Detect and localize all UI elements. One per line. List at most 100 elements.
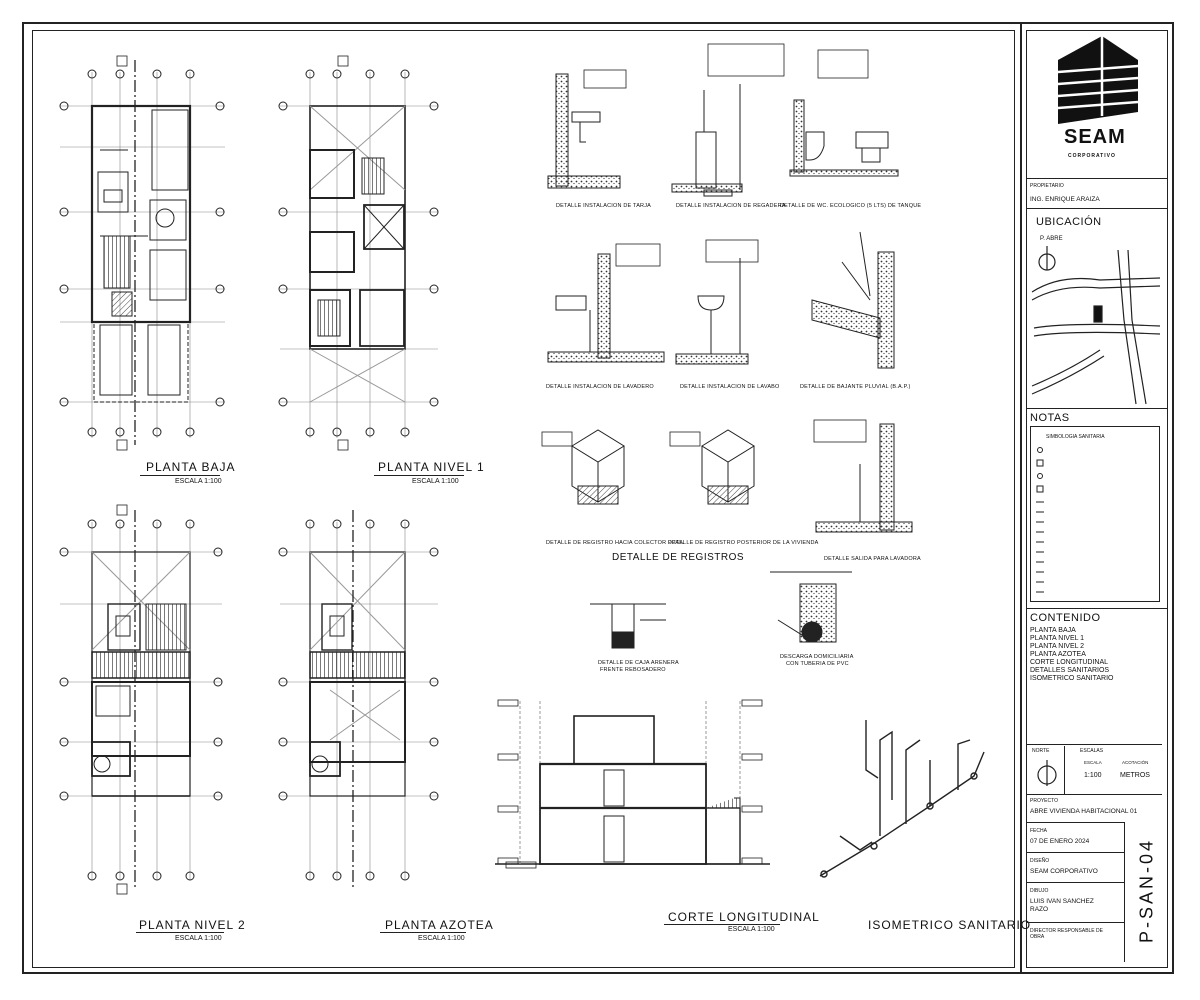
plan-title-underline (380, 932, 466, 933)
title-block (1020, 22, 1174, 974)
detail-lavadero-drawing (547, 243, 665, 363)
detail-caption-tarja: DETALLE INSTALACION DE TARJA (556, 203, 652, 209)
title-block-divider (1026, 882, 1124, 883)
detail-caption-salida-lavadora: DETALLE SALIDA PARA LAVADORA (824, 556, 921, 562)
plan-planta-azotea (278, 510, 439, 890)
detail-descarga-drawing (770, 571, 852, 643)
detail-caption-bajante: DETALLE DE BAJANTE PLUVIAL (B.A.P.) (800, 384, 911, 390)
corte-scale: ESCALA 1:100 (728, 926, 775, 933)
detail-caption-registro-posterior: DETALLE DE REGISTRO POSTERIOR DE LA VIVI… (668, 540, 819, 546)
diseno-label: DISEÑO (1030, 858, 1050, 864)
contenido-item: CORTE LONGITUDINAL (1030, 659, 1109, 666)
sheet-id-divider (1124, 822, 1125, 962)
escalas-label: ESCALAS (1080, 748, 1104, 754)
acotacion-label: ACOTACIÓN (1122, 760, 1149, 765)
escala-label: ESCALA (1084, 760, 1102, 765)
sheet-outer-frame (22, 22, 1174, 974)
corte-title: CORTE LONGITUDINAL (668, 910, 820, 924)
detail-caja-arenera-drawing (590, 603, 666, 649)
seam-logo-building (1057, 36, 1139, 124)
detail-caption-regadera: DETALLE INSTALACION DE REGADERA (676, 203, 786, 209)
detail-caption-caja-arenera: DETALLE DE CAJA ARENERA (598, 660, 679, 666)
title-block-divider (1026, 744, 1162, 745)
symbology-box (1030, 426, 1160, 602)
symbology-title: SIMBOLOGIA SANITARIA (1046, 434, 1105, 440)
plan-planta-nivel-1 (278, 55, 439, 451)
plan-scale-planta-nivel-2: ESCALA 1:100 (175, 935, 222, 942)
isometrico-drawing (819, 720, 985, 878)
detail-regadera-drawing (671, 43, 785, 197)
proyecto-value: ABRE VIVIENDA HABITACIONAL 01 (1030, 808, 1138, 815)
contenido-item: PLANTA BAJA (1030, 627, 1076, 634)
detail-caption-descarga-2: CON TUBERIA DE PVC (786, 661, 849, 667)
title-block-divider (1026, 608, 1168, 609)
contenido-label: CONTENIDO (1030, 612, 1101, 624)
plan-title-underline (374, 475, 464, 476)
detail-caption-lavabo: DETALLE INSTALACION DE LAVABO (680, 384, 780, 390)
plan-scale-planta-azotea: ESCALA 1:100 (418, 935, 465, 942)
title-block-divider (1026, 822, 1124, 823)
plan-scale-planta-nivel-1: ESCALA 1:100 (412, 478, 459, 485)
detail-caption-descarga: DESCARGA DOMICILIARIA (780, 654, 854, 660)
north-arrow-icon (1037, 760, 1057, 786)
title-block-divider (1026, 794, 1162, 795)
plan-planta-nivel-2 (59, 504, 223, 895)
plan-title-planta-baja: PLANTA BAJA (146, 460, 236, 474)
plan-planta-baja (59, 55, 225, 451)
notas-label: NOTAS (1030, 412, 1070, 424)
detail-lavabo-drawing (675, 239, 759, 365)
director-label: DIRECTOR RESPONSABLE DE OBRA (1030, 928, 1103, 940)
title-block-divider (1026, 208, 1168, 209)
detail-salida-lavadora-drawing (813, 419, 913, 533)
detail-caption-caja-arenera-2: FRENTE REBOSADERO (600, 667, 666, 673)
plan-title-planta-azotea: PLANTA AZOTEA (385, 918, 494, 932)
escala-value: 1:100 (1084, 772, 1102, 779)
logo-tagline: CORPORATIVO (1068, 153, 1116, 159)
ubicacion-p-abre: P. ABRE (1040, 236, 1063, 242)
detail-bajante-drawing (811, 231, 895, 369)
detail-caption-wc: DETALLE DE WC. ECOLOGICO (5 LTS) DE TANQ… (780, 203, 922, 209)
diseno-value: SEAM CORPORATIVO (1030, 868, 1098, 875)
dibujo-value: LUIS IVAN SANCHEZ RAZO (1030, 898, 1094, 913)
norte-label: NORTE (1032, 748, 1050, 754)
isometrico-title: ISOMETRICO SANITARIO (868, 918, 1032, 932)
contenido-list: PLANTA BAJA PLANTA NIVEL 1 PLANTA NIVEL … (1030, 627, 1114, 683)
detail-caption-registro-colector: DETALLE DE REGISTRO HACIA COLECTOR PPAL. (546, 540, 685, 546)
propietario-value: ING. ENRIQUE ARAIZA (1030, 196, 1100, 203)
fecha-value: 07 DE ENERO 2024 (1030, 838, 1090, 845)
drawing-area-frame (32, 30, 1015, 968)
acotacion-value: METROS (1120, 772, 1150, 779)
plan-title-planta-nivel-1: PLANTA NIVEL 1 (378, 460, 485, 474)
contenido-item: PLANTA NIVEL 2 (1030, 643, 1085, 650)
norte-divider (1064, 746, 1065, 794)
propietario-label: PROPIETARIO (1030, 183, 1064, 189)
title-block-divider (1026, 178, 1168, 179)
sheet-number: P-SAN-04 (1136, 837, 1157, 944)
detail-tarja-drawing (547, 69, 627, 189)
title-block-divider (1026, 922, 1124, 923)
ubicacion-label: UBICACIÓN (1036, 216, 1102, 228)
location-map (1031, 246, 1161, 405)
corte-title-underline (664, 924, 780, 925)
contenido-item: ISOMETRICO SANITARIO (1030, 675, 1114, 682)
title-block-divider (1026, 852, 1124, 853)
symbology-symbols (1036, 447, 1044, 593)
contenido-item: PLANTA NIVEL 1 (1030, 635, 1085, 642)
corte-longitudinal-drawing (495, 699, 770, 869)
detail-registros-title: DETALLE DE REGISTROS (612, 552, 745, 563)
title-block-frame (1026, 30, 1168, 968)
detail-caption-lavadero: DETALLE INSTALACION DE LAVADERO (546, 384, 654, 390)
plan-title-planta-nivel-2: PLANTA NIVEL 2 (139, 918, 246, 932)
detail-wc-drawing (789, 49, 899, 177)
logo-name: SEAM (1064, 126, 1126, 148)
detail-registro-colector-drawing (541, 429, 625, 505)
contenido-item: PLANTA AZOTEA (1030, 651, 1086, 658)
fecha-label: FECHA (1030, 828, 1047, 834)
detail-registro-posterior-drawing (669, 429, 755, 505)
plan-title-underline (136, 932, 224, 933)
plan-scale-planta-baja: ESCALA 1:100 (175, 478, 222, 485)
title-block-divider (1026, 408, 1168, 409)
contenido-item: DETALLES SANITARIOS (1030, 667, 1110, 674)
plan-title-underline (140, 475, 220, 476)
